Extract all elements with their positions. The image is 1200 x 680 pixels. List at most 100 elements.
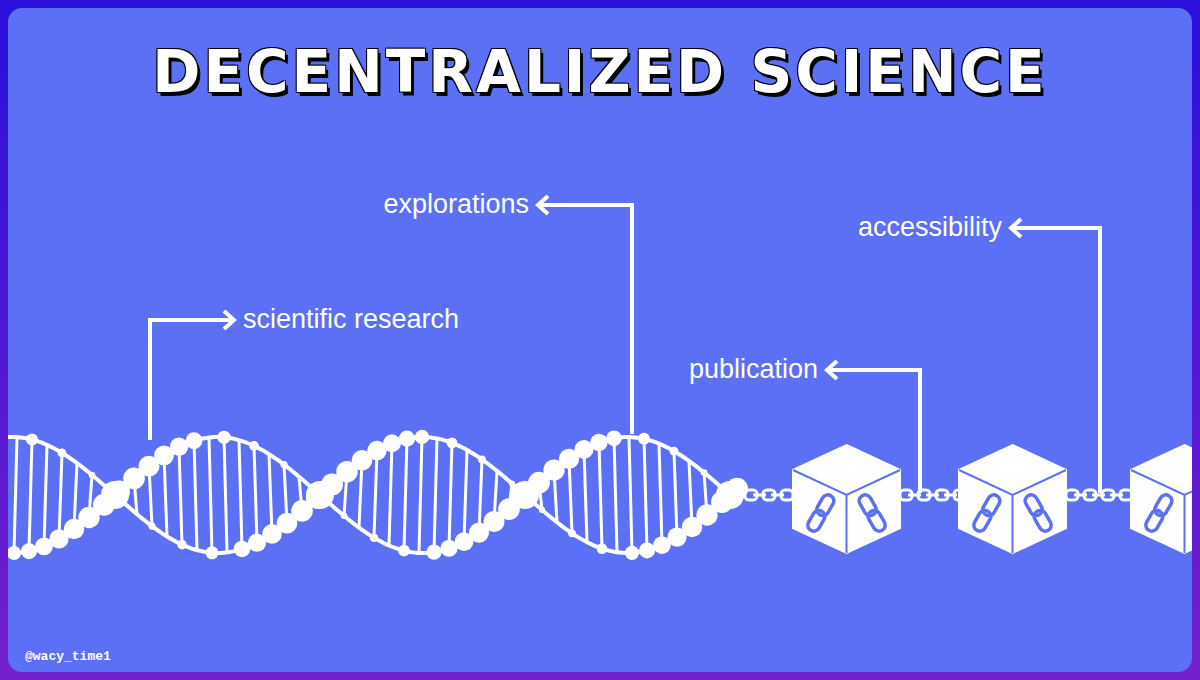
dna-bead [148,523,155,530]
watermark: @wacy_time1 [25,650,111,665]
block-cube [959,445,1066,553]
cube-body [959,445,1066,553]
leader-stroke [827,370,920,493]
dna-bead [206,546,219,559]
dna-bead [716,481,744,509]
dna-bead [447,437,458,448]
dna-rung [164,455,167,536]
dna-rung [449,443,452,548]
leader-stroke [1011,228,1100,493]
chain-icon [972,493,1002,534]
dna-rung [584,449,587,542]
cube-body [793,445,900,553]
dna-strand [8,437,740,553]
dna-rung [269,454,272,534]
drawing-group [8,430,1192,560]
dna-rung [659,444,662,545]
dna-rung [194,441,197,550]
dna-bead [478,456,486,464]
dna-bead [399,431,415,447]
arrow-head [538,196,548,214]
dna-bead [539,507,545,513]
leader-group [150,196,1100,493]
dna-rung [629,437,632,553]
dna-bead [89,472,96,479]
dna-bead [249,441,259,451]
panel [8,8,1192,672]
dna-rung [419,437,422,553]
dna-bead [511,481,539,509]
dna-rung [479,459,482,532]
dna-bead [383,434,401,452]
arrow-head [1011,219,1021,237]
callout-label: accessibility [858,212,1002,243]
dna-bead [701,469,708,476]
dna-bead [597,543,608,554]
dna-rung [224,437,227,552]
dna-rung [209,437,212,552]
dna-rung [404,439,407,551]
callout-label: publication [689,354,818,385]
leader-line [538,196,632,434]
dna-rungs [14,437,737,553]
chain-icon-link [972,508,993,533]
leader-line [150,311,234,440]
dna-bead [8,546,21,560]
dna-bead [426,544,441,559]
cube-edges [793,470,900,553]
leader-line [827,361,920,493]
dna-bead [606,430,622,446]
dna-bead [341,513,348,520]
dna-rung [59,453,62,539]
dna-bead [639,542,655,558]
chain-icon [806,493,836,534]
dna-bead [234,541,251,558]
dna-rung [614,438,617,552]
cube-edges [1131,470,1192,553]
leader-line [1011,219,1100,493]
chain-icon-link [806,508,827,533]
leader-stroke [538,205,632,434]
dna-bead [177,540,187,550]
dna-bead [415,430,429,444]
dna-rung [389,443,392,545]
dna-bead [568,529,576,537]
dna-bead [58,449,67,458]
dna-rung [674,451,677,537]
chain [745,490,793,500]
dna-bead [217,431,230,444]
dna-bead [638,433,650,445]
diagram-title: DECENTRALIZED SCIENCE [152,39,1047,106]
arrow-head [224,311,234,329]
dna-rung [14,437,17,553]
dna-bead [509,480,515,486]
dna-bead [101,481,129,509]
dna-rung [569,459,572,533]
dna-rung [44,445,47,546]
chain-icon-link [1144,508,1165,533]
dna-bead [398,545,410,557]
dna-strand [8,437,740,553]
dna-bead [670,447,679,456]
dna-bead [170,438,188,456]
leader-stroke [150,320,234,440]
chain-icon [1023,493,1053,534]
dna-rung [434,438,437,552]
chain-icon-link [1032,508,1053,533]
dna-rung [239,440,242,549]
block-cube [793,445,900,553]
dna-bead [590,434,607,451]
dna-rung [29,440,32,552]
dna-bead [306,481,334,509]
dna-rung [179,447,182,545]
dna-bead [280,461,287,468]
dna-bead [370,533,379,542]
dna-beads [8,430,748,560]
dna-rung [374,451,377,538]
chain-icon-link [866,508,887,533]
dna-rung [254,446,257,543]
cube-edges [959,470,1066,553]
callout-label: scientific research [243,304,459,335]
cube-body [1131,445,1192,553]
